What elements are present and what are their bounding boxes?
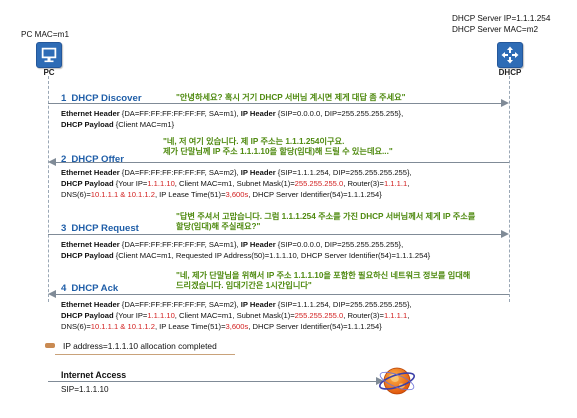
highlight-value: 1.1.1.10 [147, 178, 175, 188]
field-text: DNS(6)= [61, 189, 91, 199]
field-label: DHCP Payload [61, 310, 114, 320]
detail-line: Ethernet Header {DA=FF:FF:FF:FF:FF:FF, S… [61, 109, 403, 120]
highlight-value: 3,600s [225, 189, 249, 199]
highlight-value: 3,600s [225, 321, 249, 331]
field-text: {SIP=1.1.1.254, DIP=255.255.255.255}, [275, 300, 412, 309]
step-discover-details: Ethernet Header {DA=FF:FF:FF:FF:FF:FF, S… [61, 109, 403, 131]
highlight-value: 1.1.1.10 [147, 310, 175, 320]
field-text: {DA=FF:FF:FF:FF:FF:FF, SA=m2}, [119, 300, 241, 309]
field-text: DNS(6)= [61, 321, 91, 331]
highlight-value: 255.255.255.0 [294, 310, 344, 320]
offer-arrowhead [48, 158, 56, 166]
field-text: {DA=FF:FF:FF:FF:FF:FF, SA=m1}, [119, 240, 241, 249]
internet-arrow [48, 381, 378, 382]
detail-line: Ethernet Header {DA=FF:FF:FF:FF:FF:FF, S… [61, 300, 412, 311]
highlight-value: 255.255.255.0 [294, 178, 344, 188]
field-text: {Your IP= [113, 178, 148, 188]
pc-mac-label: PC MAC=m1 [21, 30, 69, 39]
field-label: IP Header [240, 109, 276, 118]
ack-arrow [56, 294, 509, 295]
field-text: {Client MAC=m1} [113, 119, 175, 129]
field-text: , Router(3)= [343, 310, 384, 320]
field-text: , DHCP Server Identifier(54)=1.1.1.254} [248, 321, 382, 331]
detail-line: Ethernet Header {DA=FF:FF:FF:FF:FF:FF, S… [61, 168, 412, 179]
field-text: {SIP=0.0.0.0, DIP=255.255.255.255}, [275, 109, 404, 118]
step-discover-quote: "안녕하세요? 혹시 거기 DHCP 서버님 계시면 제게 대답 좀 주세요" [176, 93, 406, 102]
detail-line: DHCP Payload {Your IP=1.1.1.10, Client M… [61, 311, 412, 322]
highlight-value: 10.1.1.1 & 10.1.1.2 [90, 321, 155, 331]
field-text: {Your IP= [113, 310, 148, 320]
field-text: {Client MAC=m1, Requested IP Address(50)… [113, 250, 431, 260]
internet-access-sip: SIP=1.1.1.10 [61, 385, 109, 394]
detail-line: DHCP Payload {Your IP=1.1.1.10, Client M… [61, 179, 412, 190]
step-request-quote: "답변 주셔서 고맙습니다. 그럼 1.1.1.254 주소를 가진 DHCP … [176, 212, 476, 232]
pc-monitor-icon [36, 42, 62, 68]
field-label: IP Header [240, 240, 276, 249]
server-mac-label: DHCP Server MAC=m2 [452, 25, 539, 34]
request-arrow [48, 234, 502, 235]
field-text: {SIP=1.1.1.254, DIP=255.255.255.255}, [275, 168, 412, 177]
server-ip-label: DHCP Server IP=1.1.1.254 [452, 14, 551, 23]
discover-arrowhead [501, 99, 509, 107]
server-caption: DHCP [498, 68, 522, 77]
offer-arrow [56, 162, 509, 163]
step-offer-details: Ethernet Header {DA=FF:FF:FF:FF:FF:FF, S… [61, 168, 412, 200]
field-text: , [407, 178, 410, 188]
detail-line: DHCP Payload {Client MAC=m1} [61, 120, 403, 131]
pc-caption: PC [43, 68, 55, 77]
request-arrowhead [501, 230, 509, 238]
field-text: , DHCP Server Identifier(54)=1.1.1.254} [248, 189, 382, 199]
step-ack-details: Ethernet Header {DA=FF:FF:FF:FF:FF:FF, S… [61, 300, 412, 332]
field-text: , Client MAC=m1, Subnet Mask(1)= [174, 178, 295, 188]
ack-arrowhead [48, 290, 56, 298]
highlight-value: 10.1.1.1 & 10.1.1.2 [90, 189, 155, 199]
completion-underline [55, 354, 235, 355]
field-text: , Router(3)= [343, 178, 384, 188]
dhcp-server-icon [497, 42, 523, 68]
field-label: DHCP Payload [61, 119, 114, 129]
detail-line: Ethernet Header {DA=FF:FF:FF:FF:FF:FF, S… [61, 240, 430, 251]
field-label: DHCP Payload [61, 250, 114, 260]
field-label: IP Header [240, 300, 276, 309]
server-lifeline [509, 76, 510, 302]
internet-access-title: Internet Access [61, 370, 127, 380]
step-offer-quote: "네, 저 여기 있습니다. 제 IP 주소는 1.1.1.254이구요.제가 … [163, 137, 393, 157]
field-text: {DA=FF:FF:FF:FF:FF:FF, SA=m2}, [119, 168, 241, 177]
field-text: , IP Lease Time(51)= [154, 189, 226, 199]
field-text: , IP Lease Time(51)= [154, 321, 226, 331]
step-ack-quote: "네, 제가 단말님을 위해서 IP 주소 1.1.1.10을 포함한 필요하신… [176, 271, 471, 291]
field-label: Ethernet Header [61, 240, 120, 249]
highlight-value: 1.1.1.1 [383, 178, 408, 188]
field-label: Ethernet Header [61, 168, 120, 177]
field-text: {SIP=0.0.0.0, DIP=255.255.255.255}, [275, 240, 404, 249]
discover-arrow [48, 103, 502, 104]
internet-arrowhead [376, 377, 384, 385]
field-text: , Client MAC=m1, Subnet Mask(1)= [174, 310, 295, 320]
field-label: IP Header [240, 168, 276, 177]
field-text: {DA=FF:FF:FF:FF:FF:FF, SA=m1), [119, 109, 241, 118]
detail-line: DNS(6)=10.1.1.1 & 10.1.1.2, IP Lease Tim… [61, 322, 412, 333]
detail-line: DNS(6)=10.1.1.1 & 10.1.1.2, IP Lease Tim… [61, 190, 412, 201]
completion-text: IP address=1.1.1.10 allocation completed [63, 341, 217, 351]
step-request-details: Ethernet Header {DA=FF:FF:FF:FF:FF:FF, S… [61, 240, 430, 262]
field-label: Ethernet Header [61, 109, 120, 118]
field-label: DHCP Payload [61, 178, 114, 188]
field-label: Ethernet Header [61, 300, 120, 309]
completion-marker [45, 343, 55, 348]
field-text: , [407, 310, 410, 320]
detail-line: DHCP Payload {Client MAC=m1, Requested I… [61, 251, 430, 262]
highlight-value: 1.1.1.1 [383, 310, 408, 320]
pc-lifeline [48, 76, 49, 302]
globe-icon [378, 362, 416, 400]
